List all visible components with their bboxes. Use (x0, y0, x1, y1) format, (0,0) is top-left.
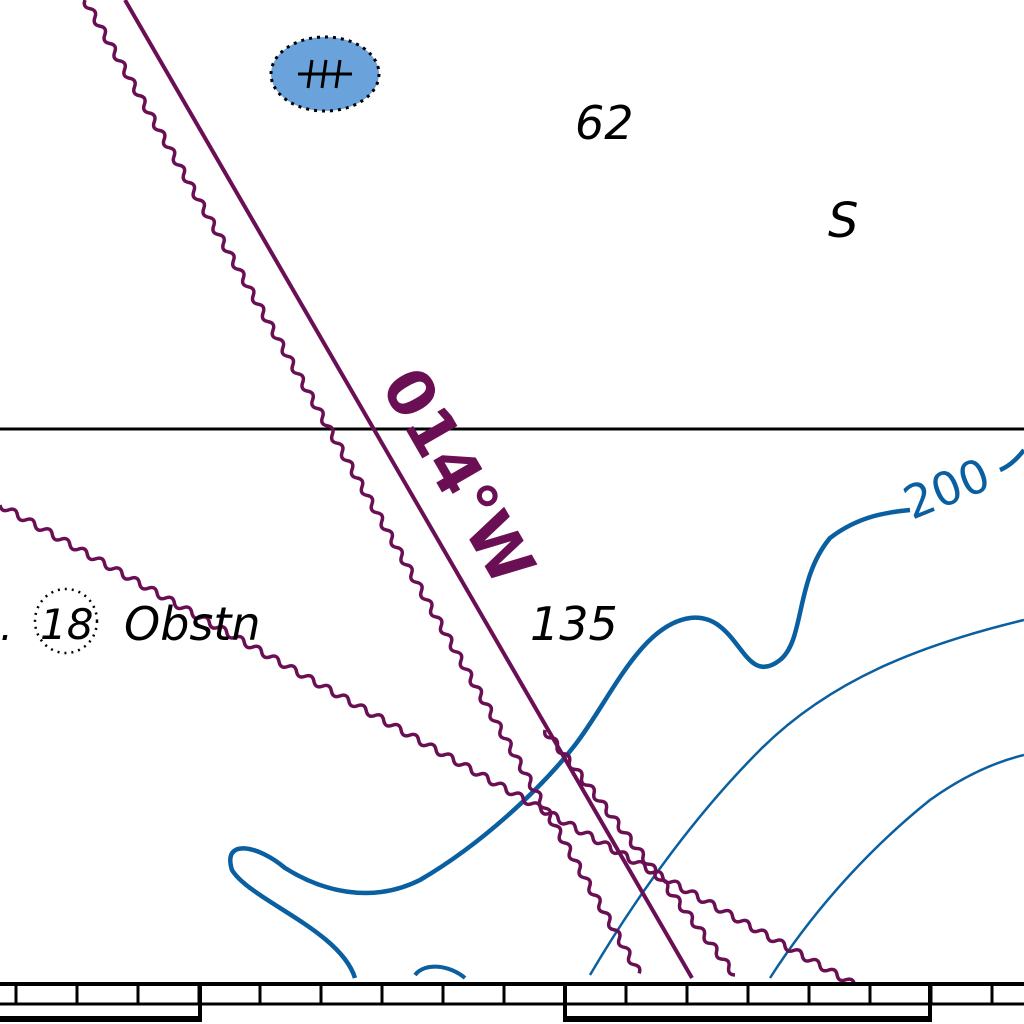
seabed-type-label: S (828, 193, 858, 249)
obstruction-depth: 18 (40, 600, 93, 649)
depth-contour-label-200: 200 (896, 447, 998, 530)
depth-contour-small-loop (413, 964, 467, 980)
route-track-line (123, 0, 694, 980)
restricted-limit-line (82, 0, 642, 974)
obstruction-icon (33, 587, 99, 655)
depth-sounding-135: 135 (530, 597, 618, 651)
depth-sounding-62: 62 (575, 96, 634, 150)
route-bearing-label: 014°W (366, 356, 548, 598)
depth-contour-mid (588, 618, 1024, 976)
clipped-text-fragment: . (0, 604, 13, 650)
depth-contour-deep (768, 753, 1024, 979)
rock-awash-icon (269, 35, 381, 113)
depth-contour-shallow (228, 507, 911, 979)
depth-contour-shallow-tail (999, 448, 1024, 473)
chart-border-scale (0, 982, 1024, 1022)
obstruction-label: Obstn (124, 597, 261, 651)
restricted-limit-line-lower (0, 504, 857, 986)
restricted-limit-line-parallel (542, 729, 736, 977)
